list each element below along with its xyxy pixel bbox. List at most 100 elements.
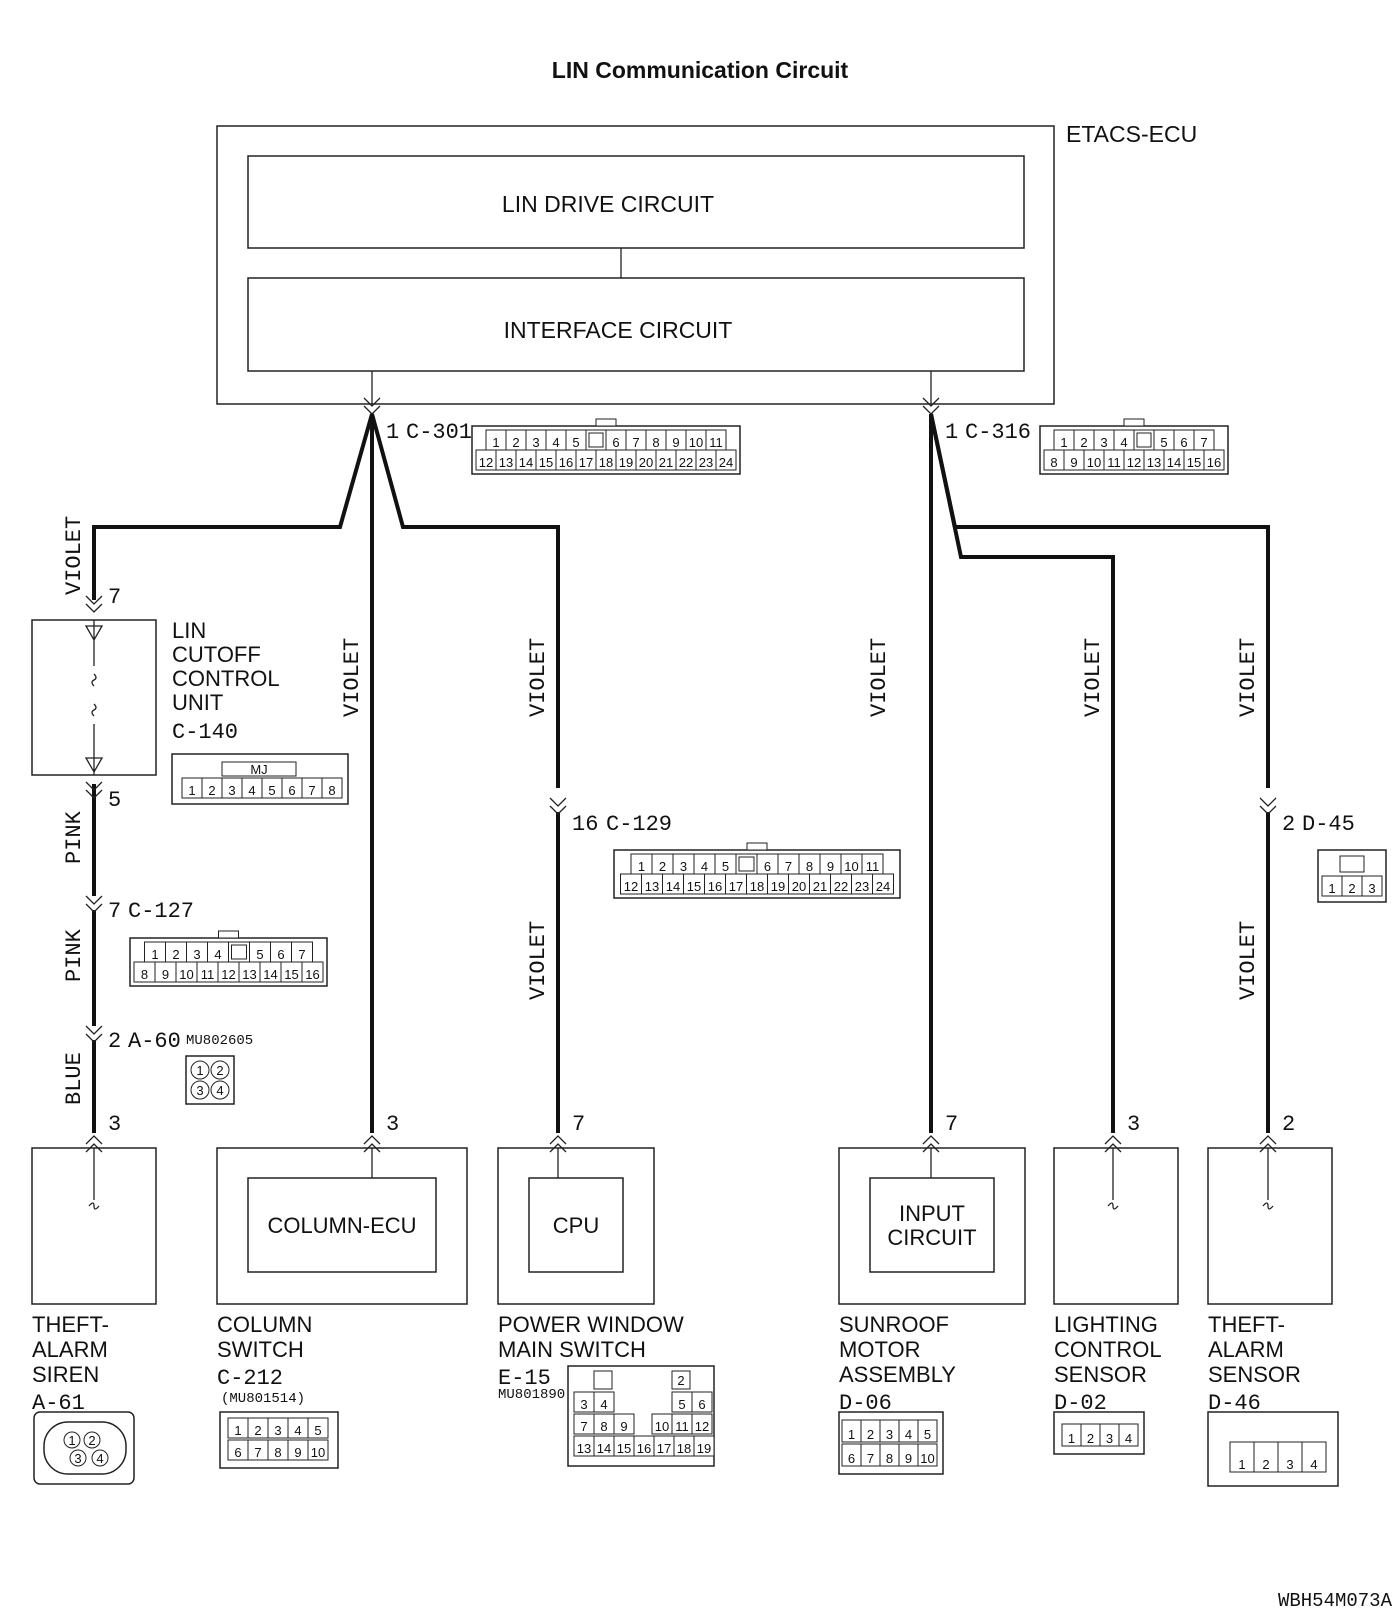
c212-pin-4: 4 [294, 1423, 301, 1438]
c127-pin-9: 9 [162, 967, 169, 982]
c129-pin-22: 22 [834, 879, 848, 894]
c301-name: C-301 [406, 420, 472, 445]
c316-pin-4: 4 [1120, 435, 1127, 450]
e15-cell [593, 1391, 615, 1413]
pin-mark-c129 [549, 797, 567, 815]
c301-key [588, 432, 604, 448]
lin-drive-circuit-box [247, 155, 1025, 249]
etacs-ecu-box [216, 125, 1055, 405]
component-label: MOTOR [839, 1337, 920, 1362]
c316-pin-8: 8 [1050, 455, 1057, 470]
component-connector: C-212 [217, 1366, 283, 1391]
etacs-ecu-label: ETACS-ECU [1066, 121, 1197, 147]
lin-cutoff-internal [84, 620, 104, 775]
c127-pin-14: 14 [263, 967, 277, 982]
c127-pin-16: 16 [305, 967, 319, 982]
c140-cell [321, 777, 343, 799]
c127-pin-5: 5 [256, 947, 263, 962]
wire-color-violet-4: VIOLET [526, 921, 551, 1000]
d46-frame [1207, 1411, 1339, 1487]
d06-pin-6: 6 [848, 1451, 855, 1466]
e15-pin-4: 4 [600, 1397, 607, 1412]
c129-pin-10: 10 [844, 859, 858, 874]
e15-pin-6: 6 [698, 1397, 705, 1412]
c301-pin-20: 20 [639, 455, 653, 470]
a61-frame [33, 1411, 135, 1485]
c127-latch [218, 930, 239, 939]
d46-cell [1253, 1441, 1279, 1473]
c212-pin-1: 1 [234, 1423, 241, 1438]
c301-pin-12: 12 [479, 455, 493, 470]
component-label: POWER WINDOW [498, 1312, 684, 1337]
c301-pin-8: 8 [652, 435, 659, 450]
d46-cell [1229, 1441, 1255, 1473]
c301-pin-17: 17 [579, 455, 593, 470]
wire-c301-to-power-window [370, 413, 560, 788]
a60-pin-3: 3 [196, 1083, 203, 1098]
d46-pin-4: 4 [1310, 1457, 1317, 1472]
c127-pin-3: 3 [193, 947, 200, 962]
c301-pin-1: 1 [492, 435, 499, 450]
component-pin: 3 [1127, 1112, 1140, 1137]
c127-pin-1: 1 [151, 947, 158, 962]
e15-pin-5: 5 [678, 1397, 685, 1412]
c127-pin: 7 [108, 899, 121, 924]
a60-pin-2: 2 [216, 1063, 223, 1078]
e15-pin-10: 10 [655, 1419, 669, 1434]
lin-cutoff-label-2: CUTOFF [172, 642, 261, 667]
c129-pin-19: 19 [771, 879, 785, 894]
lin-cutoff-pin-in: 7 [108, 585, 121, 610]
c316-pin-1: 1 [1060, 435, 1067, 450]
c301-pin-5: 5 [572, 435, 579, 450]
c301-pin: 1 [386, 420, 399, 445]
component-internal-wire [1107, 1148, 1119, 1210]
c301-pin-10: 10 [689, 435, 703, 450]
c316-name: C-316 [965, 420, 1031, 445]
c212-pin-9: 9 [294, 1445, 301, 1460]
c301-pin-13: 13 [499, 455, 513, 470]
c316-pin-12: 12 [1127, 455, 1141, 470]
c129-pin-8: 8 [806, 859, 813, 874]
e15-pin-19: 19 [697, 1441, 711, 1456]
pin-mark [1104, 1135, 1122, 1153]
c140-pin-5: 5 [268, 783, 275, 798]
c301-pin-2: 2 [512, 435, 519, 450]
e15-pin-9: 9 [620, 1419, 627, 1434]
c129-pin-1: 1 [638, 859, 645, 874]
d02-pin-3: 3 [1106, 1431, 1113, 1446]
a61-pin-circle [69, 1449, 87, 1467]
c212-pin-8: 8 [274, 1445, 281, 1460]
c316-pin-3: 3 [1100, 435, 1107, 450]
c127-pin-11: 11 [201, 967, 215, 982]
c127-pin-13: 13 [242, 967, 256, 982]
a61-pin-2: 2 [88, 1433, 95, 1448]
component-pin: 3 [386, 1112, 399, 1137]
c301-pin-7: 7 [632, 435, 639, 450]
d02-frame [1053, 1411, 1145, 1455]
c301-pin-6: 6 [612, 435, 619, 450]
c140-mark: MJ [250, 762, 267, 777]
d06-cell [917, 1419, 938, 1443]
c301-pin-11: 11 [709, 435, 723, 450]
a60-pin-circle [190, 1060, 210, 1080]
d06-frame [838, 1411, 944, 1475]
d45-key [1339, 855, 1365, 873]
a60-pin-circle [210, 1060, 230, 1080]
a61-oval [43, 1421, 127, 1475]
c129-pin-2: 2 [659, 859, 666, 874]
c316-latch [1123, 418, 1145, 427]
lin-cutoff-label-1: LIN [172, 618, 206, 643]
e15-pin-11: 11 [675, 1419, 689, 1434]
d06-pin-10: 10 [920, 1451, 934, 1466]
lin-cutoff-label-3: CONTROL [172, 666, 280, 691]
pin-mark-d45 [1259, 797, 1277, 815]
component-inner-box [869, 1177, 995, 1273]
